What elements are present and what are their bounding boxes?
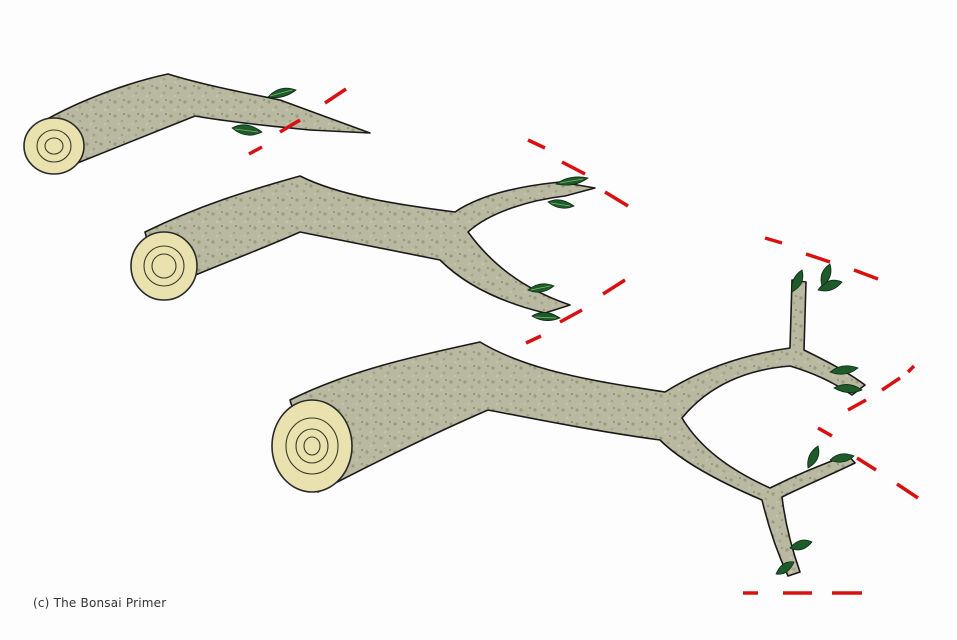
- leaf-icon: [532, 312, 560, 320]
- branch-1-bark: [42, 74, 370, 170]
- cut-line: [897, 484, 918, 498]
- branch-stage-3: [272, 238, 918, 593]
- cut-line: [857, 458, 876, 470]
- cut-line: [249, 147, 262, 154]
- cut-line: [528, 140, 545, 148]
- leaf-icon: [790, 540, 812, 550]
- leaf-icon: [232, 125, 262, 135]
- cut-line: [854, 270, 878, 279]
- branch-1-cut-end: [24, 118, 84, 174]
- branch-stage-1: [24, 74, 370, 174]
- cut-line: [603, 280, 625, 294]
- cut-line: [882, 378, 900, 390]
- leaf-icon: [548, 200, 574, 209]
- cut-line: [562, 162, 585, 174]
- cut-line: [818, 428, 832, 436]
- cut-line: [526, 336, 541, 343]
- cut-line: [605, 192, 628, 206]
- cut-line: [806, 254, 830, 262]
- cut-line: [848, 400, 866, 410]
- leaf-icon: [808, 446, 819, 468]
- branch-3-cut-end: [272, 400, 352, 492]
- copyright-credit: (c) The Bonsai Primer: [33, 596, 166, 610]
- leaf-icon: [528, 284, 554, 293]
- branch-2-cut-end: [131, 232, 197, 300]
- leaf-icon: [268, 88, 296, 98]
- cut-line: [765, 238, 782, 243]
- branch-stage-2: [131, 140, 628, 343]
- cut-line: [560, 310, 582, 322]
- branch-2-bark: [145, 176, 595, 313]
- leaf-icon: [556, 177, 588, 185]
- cut-line: [908, 366, 914, 372]
- cut-line: [325, 89, 346, 103]
- branch-3-bark: [290, 280, 865, 576]
